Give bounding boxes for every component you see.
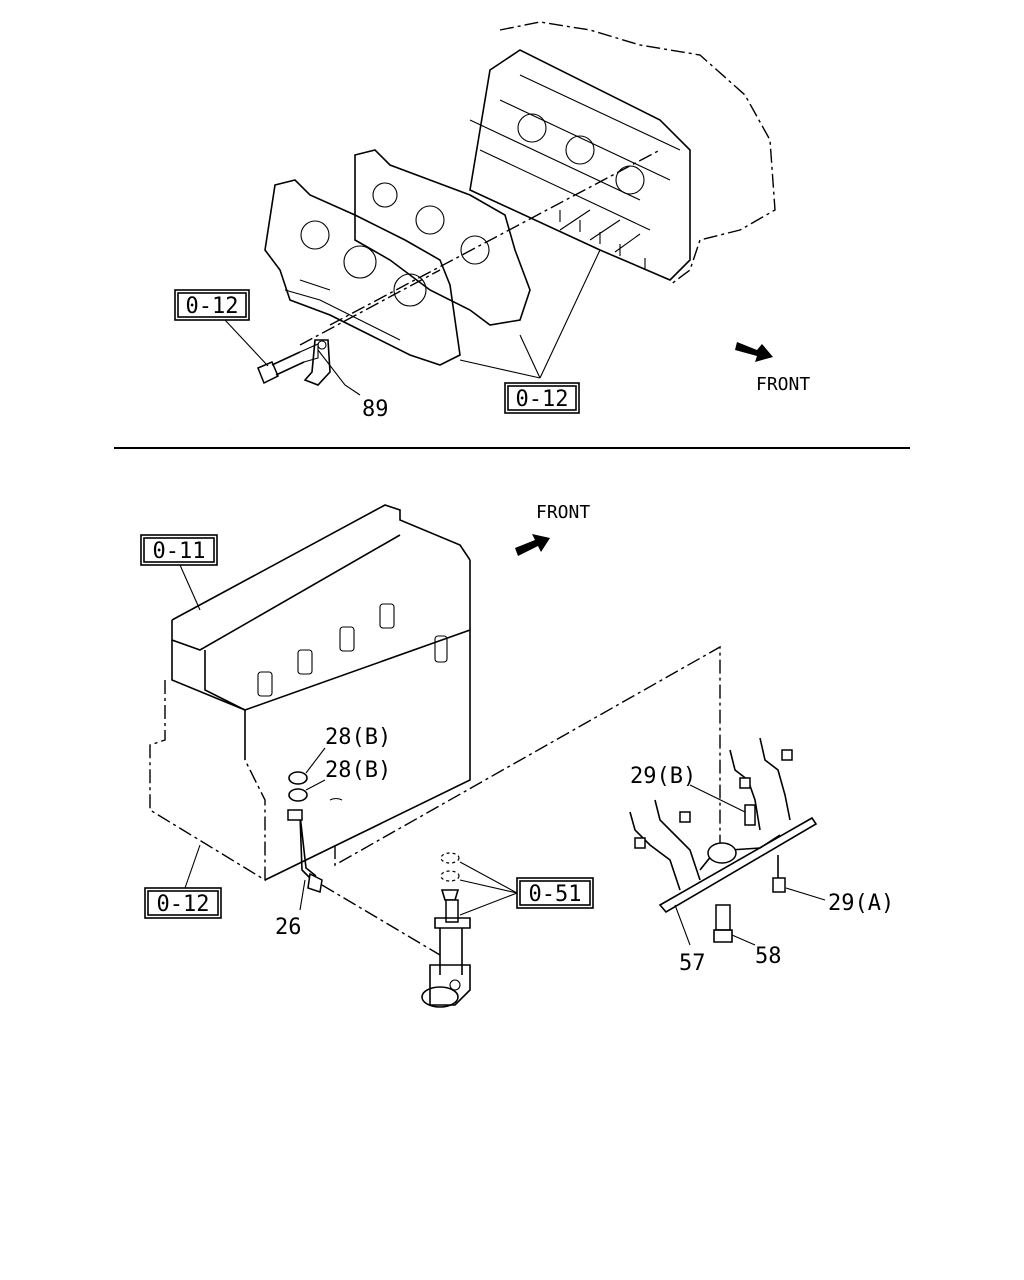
- front-arrow-bottom-icon: [515, 534, 550, 556]
- ref-box-top-bottom-label: 0-12: [516, 387, 569, 412]
- leader-0-11: [179, 564, 201, 611]
- valve-58-illustration: [713, 904, 733, 943]
- part-57-label: 57: [679, 951, 706, 976]
- leader-26: [299, 879, 306, 911]
- leader-29a: [785, 887, 826, 901]
- oil-pump-illustration: [421, 852, 471, 1008]
- ref-box-0-12-label: 0-12: [157, 892, 210, 917]
- front-label-top: FRONT: [756, 374, 810, 395]
- ref-box-0-12: 0-12: [144, 887, 222, 919]
- bolt-29a-illustration: [772, 855, 786, 893]
- part-29a-label: 29(A): [828, 891, 894, 916]
- leader-58: [731, 934, 756, 946]
- ref-box-0-51: 0-51: [516, 877, 594, 909]
- leader-57: [674, 904, 691, 946]
- part-89-label: 89: [362, 397, 389, 422]
- ref-box-0-51-label: 0-51: [529, 882, 582, 907]
- leader-29b: [689, 784, 746, 813]
- leader-26-to-pump: [321, 884, 441, 956]
- front-label-bottom: FRONT: [536, 502, 590, 523]
- oil-pipe-57-illustration: [629, 737, 818, 914]
- ref-box-top-bottom: 0-12: [504, 382, 580, 414]
- oil-pipe-26-illustration: [287, 809, 323, 893]
- bottom-engine-block-illustration: [149, 504, 471, 882]
- top-engine-block-illustration: [264, 21, 776, 379]
- part-89-bolt-illustration: [257, 339, 361, 396]
- leader-pipe-route: [334, 645, 721, 867]
- leader-top-left: [224, 319, 269, 367]
- part-26-label: 26: [275, 915, 302, 940]
- bolt-29b-illustration: [744, 804, 756, 826]
- ref-box-0-11: 0-11: [140, 534, 218, 566]
- leader-0-51: [459, 861, 518, 916]
- ref-box-top-left-label: 0-12: [186, 294, 239, 319]
- o-ring-28b-illustration: [288, 747, 326, 802]
- part-29b-label: 29(B): [630, 764, 696, 789]
- part-58-label: 58: [755, 944, 782, 969]
- ref-box-0-11-label: 0-11: [153, 539, 206, 564]
- front-arrow-top-icon: [735, 342, 773, 362]
- ref-box-top-left: 0-12: [174, 289, 250, 321]
- leader-0-12-bottom: [184, 844, 201, 889]
- part-28b-upper-label: 28(B): [325, 725, 391, 750]
- part-28b-lower-label: 28(B): [325, 758, 391, 783]
